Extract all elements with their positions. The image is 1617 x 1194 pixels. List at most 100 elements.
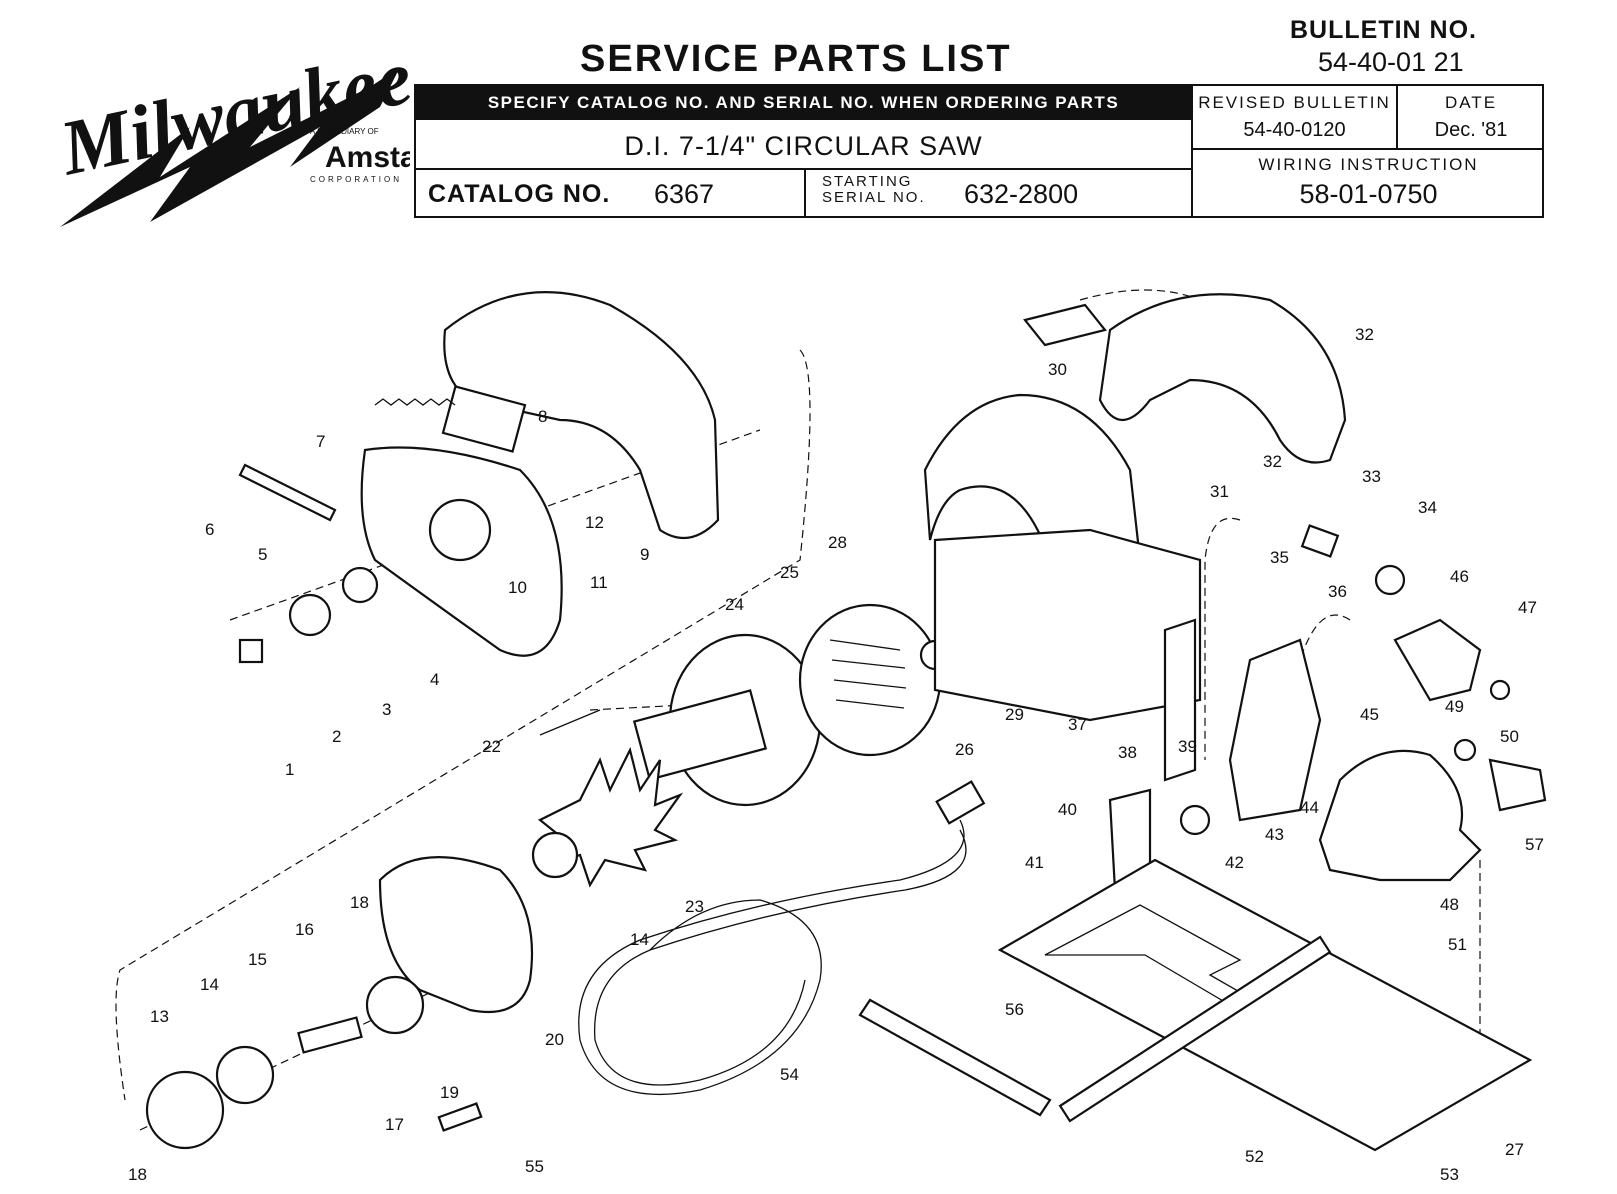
- callout-number: 5: [258, 545, 267, 564]
- callout-number: 32: [1355, 325, 1374, 344]
- callout-number: 25: [780, 563, 799, 582]
- callout-number: 10: [508, 578, 527, 597]
- callout-number: 47: [1518, 598, 1537, 617]
- callout-number: 2: [332, 727, 341, 746]
- gear-case-shape: [378, 856, 534, 1014]
- date-label: DATE: [1444, 93, 1498, 112]
- revised-value: 54-40-0120: [1243, 119, 1346, 141]
- callout-number: 19: [440, 1083, 459, 1102]
- motor-housing-shape: [933, 528, 1202, 722]
- callout-number: 30: [1048, 360, 1067, 379]
- callout-number: 49: [1445, 697, 1464, 716]
- wing-knob-shape: [1488, 758, 1547, 812]
- callout-number: 42: [1225, 853, 1244, 872]
- callout-number: 18: [350, 893, 369, 912]
- rip-guide-shape: [1058, 935, 1332, 1123]
- callout-number: 22: [482, 737, 501, 756]
- header-table: SPECIFY CATALOG NO. AND SERIAL NO. WHEN …: [414, 84, 1544, 218]
- callout-number: 56: [1005, 1000, 1024, 1019]
- callout-number: 32: [1263, 452, 1282, 471]
- callout-number: 7: [316, 432, 325, 451]
- washer-small-shape: [1453, 738, 1477, 762]
- blade-guard-upper-shape: [1098, 293, 1347, 464]
- catalog-cell: CATALOG NO. 6367: [416, 170, 806, 216]
- subsidiary-text: A SUBSIDIARY OF: [310, 127, 379, 136]
- callout-number: 41: [1025, 853, 1044, 872]
- callout-number: 24: [725, 595, 744, 614]
- serial-label: STARTING SERIAL NO.: [822, 173, 926, 206]
- callout-number: 13: [150, 1007, 169, 1026]
- product-title: D.I. 7-1/4" CIRCULAR SAW: [416, 120, 1191, 170]
- switch-shape: [1023, 303, 1107, 347]
- callout-number: 46: [1450, 567, 1469, 586]
- callout-number: 26: [955, 740, 974, 759]
- callout-number: 14: [200, 975, 219, 994]
- shoe-cutout: [1044, 904, 1247, 1006]
- callout-number: 8: [538, 407, 547, 426]
- dashed-guide-line: [1299, 614, 1481, 1090]
- callout-number: 14: [630, 930, 649, 949]
- callout-number: 43: [1265, 825, 1284, 844]
- pivot-bracket-shape: [1318, 749, 1482, 882]
- callout-number: 45: [1360, 705, 1379, 724]
- specify-banner: SPECIFY CATALOG NO. AND SERIAL NO. WHEN …: [416, 86, 1191, 120]
- long-screw-shape: [539, 709, 601, 736]
- field-winding-lines: [829, 639, 907, 709]
- callout-number: 9: [640, 545, 649, 564]
- spindle-shape: [297, 1016, 363, 1054]
- callout-number: 17: [385, 1115, 404, 1134]
- bulletin-label: BULLETIN NO.: [1290, 16, 1477, 44]
- cord-protector-shape: [858, 998, 1052, 1117]
- retainer-shape: [145, 1070, 225, 1150]
- page-title: SERVICE PARTS LIST: [580, 38, 1012, 80]
- callout-number: 53: [1440, 1165, 1459, 1184]
- plate-shape: [1163, 618, 1197, 782]
- gear-shape: [365, 975, 425, 1035]
- serial-value: 632-2800: [964, 179, 1079, 209]
- callout-number: 40: [1058, 800, 1077, 819]
- shoe-plate-shape: [997, 858, 1533, 1152]
- callout-number: 38: [1118, 743, 1137, 762]
- callout-number: 18: [128, 1165, 147, 1184]
- date-cell: DATE Dec. '81: [1398, 86, 1544, 150]
- callout-number: 23: [685, 897, 704, 916]
- bulletin-info-block: REVISED BULLETIN 54-40-0120 DATE Dec. '8…: [1191, 86, 1544, 216]
- callout-number: 20: [545, 1030, 564, 1049]
- lightning-bolt-icon: [60, 67, 400, 227]
- callout-number: 39: [1178, 737, 1197, 756]
- cord-coil: [578, 819, 965, 1096]
- brush-cap-shape: [1374, 564, 1406, 596]
- bracket-shape: [1228, 638, 1322, 822]
- callout-number: 31: [1210, 482, 1229, 501]
- callout-number: 28: [828, 533, 847, 552]
- nut-shape: [1489, 679, 1511, 701]
- callout-number: 15: [248, 950, 267, 969]
- callout-number: 4: [430, 670, 439, 689]
- wiring-label: WIRING INSTRUCTION: [1258, 155, 1479, 174]
- revised-bulletin-cell: REVISED BULLETIN 54-40-0120: [1193, 86, 1398, 150]
- callout-number: 12: [585, 513, 604, 532]
- callout-number: 1: [285, 760, 294, 779]
- lever-shape: [238, 463, 337, 522]
- callout-number: 52: [1245, 1147, 1264, 1166]
- callout-number: 3: [382, 700, 391, 719]
- callout-number: 50: [1500, 727, 1519, 746]
- serial-cell: STARTING SERIAL NO. 632-2800: [806, 170, 1191, 216]
- spacer-shape: [1179, 804, 1211, 836]
- callout-number: 34: [1418, 498, 1437, 517]
- callout-number: 6: [205, 520, 214, 539]
- callout-number: 57: [1525, 835, 1544, 854]
- revised-label: REVISED BULLETIN: [1198, 93, 1391, 112]
- callout-number: 54: [780, 1065, 799, 1084]
- bearing-cup-shape: [215, 1045, 275, 1105]
- callout-number: 48: [1440, 895, 1459, 914]
- milwaukee-logo: Milwaukee A SUBSIDIARY OF Amstar CORPORA…: [51, 32, 410, 227]
- plug-shape: [935, 780, 986, 825]
- cord-coil: [593, 829, 967, 1086]
- armature-shape: [632, 689, 768, 781]
- amstar-wordmark: Amstar: [325, 141, 410, 174]
- callout-number: 29: [1005, 705, 1024, 724]
- brush-holder-shape: [437, 1102, 483, 1132]
